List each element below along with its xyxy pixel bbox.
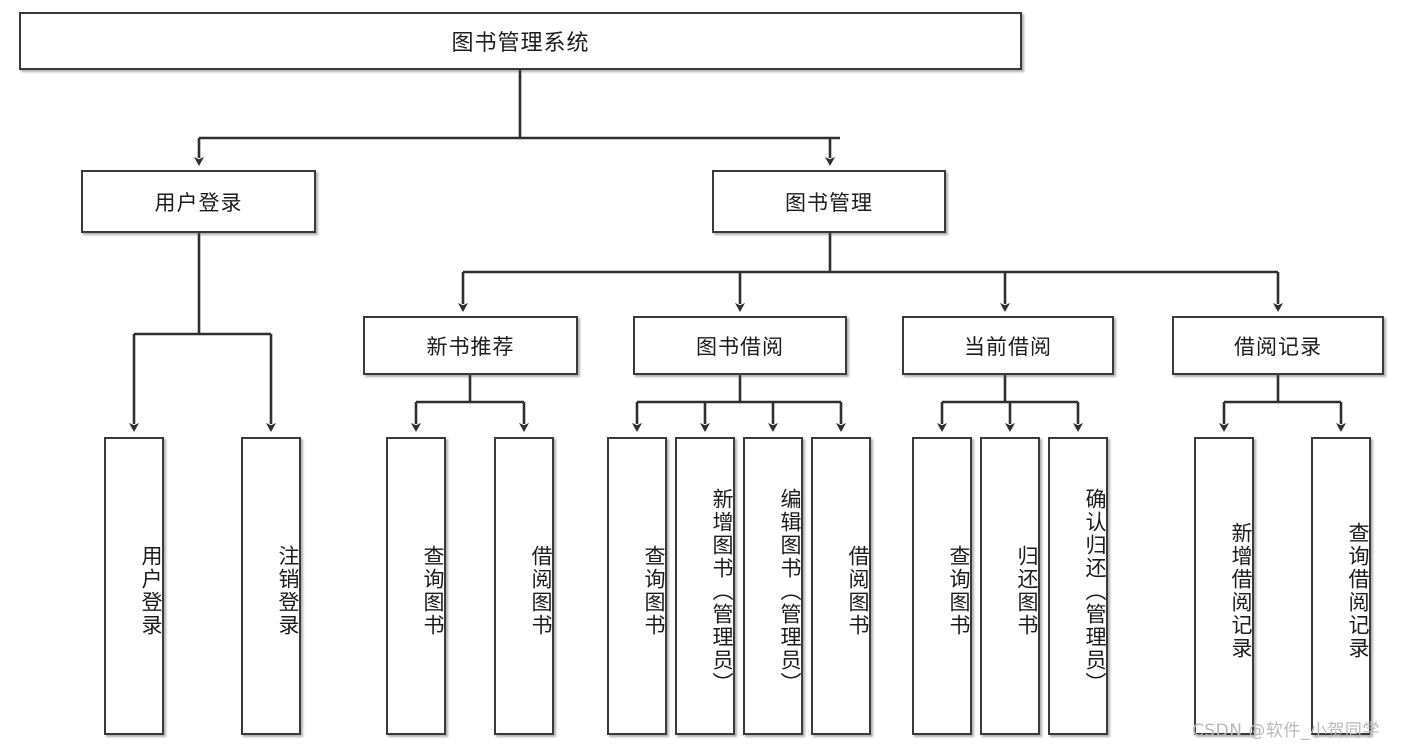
leaf-borrow-record-add[interactable]: 新增借阅记录: [1194, 437, 1254, 735]
node-book-borrow-label: 图书借阅: [696, 334, 784, 359]
leaf-user-login-logout[interactable]: 注销登录: [241, 437, 301, 735]
node-new-book-recommend[interactable]: 新书推荐: [363, 316, 578, 375]
node-borrow-record-label: 借阅记录: [1234, 334, 1322, 359]
leaf-new-book-query[interactable]: 查询图书: [386, 437, 446, 735]
leaf-current-borrow-return-label: 归还图书: [1015, 545, 1039, 637]
leaf-book-borrow-borrow[interactable]: 借阅图书: [811, 437, 871, 735]
node-borrow-record[interactable]: 借阅记录: [1172, 316, 1384, 375]
leaf-current-borrow-query[interactable]: 查询图书: [912, 437, 972, 735]
leaf-borrow-record-add-label: 新增借阅记录: [1229, 522, 1253, 660]
node-user-login[interactable]: 用户登录: [81, 170, 316, 233]
leaf-borrow-record-query-label: 查询借阅记录: [1346, 522, 1370, 660]
leaf-book-borrow-query-label: 查询图书: [642, 545, 666, 637]
leaf-new-book-borrow-label: 借阅图书: [529, 545, 553, 637]
leaf-current-borrow-return[interactable]: 归还图书: [980, 437, 1040, 735]
leaf-user-login-logout-label: 注销登录: [276, 545, 300, 637]
leaf-book-borrow-edit[interactable]: 编辑图书（管理员）: [743, 437, 803, 735]
leaf-new-book-query-label: 查询图书: [421, 545, 445, 637]
watermark-label: CSDN @软件_小贺同学: [1192, 721, 1380, 741]
node-root-system-label: 图书管理系统: [451, 31, 590, 56]
leaf-book-borrow-query[interactable]: 查询图书: [607, 437, 667, 735]
leaf-book-borrow-add-label: 新增图书（管理员）: [710, 487, 734, 695]
leaf-book-borrow-borrow-label: 借阅图书: [846, 545, 870, 637]
leaf-book-borrow-add[interactable]: 新增图书（管理员）: [675, 437, 735, 735]
leaf-current-borrow-confirm-label: 确认归还（管理员）: [1083, 487, 1107, 695]
node-current-borrow[interactable]: 当前借阅: [902, 316, 1114, 375]
node-book-borrow[interactable]: 图书借阅: [633, 316, 847, 375]
node-book-manage[interactable]: 图书管理: [712, 170, 946, 233]
node-root-system[interactable]: 图书管理系统: [19, 12, 1022, 70]
leaf-current-borrow-query-label: 查询图书: [947, 545, 971, 637]
leaf-user-login-login[interactable]: 用户登录: [104, 437, 164, 735]
node-current-borrow-label: 当前借阅: [964, 334, 1052, 359]
node-new-book-recommend-label: 新书推荐: [426, 334, 515, 359]
leaf-borrow-record-query[interactable]: 查询借阅记录: [1311, 437, 1371, 735]
leaf-user-login-login-label: 用户登录: [139, 545, 163, 637]
leaf-current-borrow-confirm[interactable]: 确认归还（管理员）: [1048, 437, 1108, 735]
node-user-login-label: 用户登录: [154, 190, 243, 215]
leaf-new-book-borrow[interactable]: 借阅图书: [494, 437, 554, 735]
node-book-manage-label: 图书管理: [785, 190, 873, 215]
leaf-book-borrow-edit-label: 编辑图书（管理员）: [778, 487, 802, 695]
